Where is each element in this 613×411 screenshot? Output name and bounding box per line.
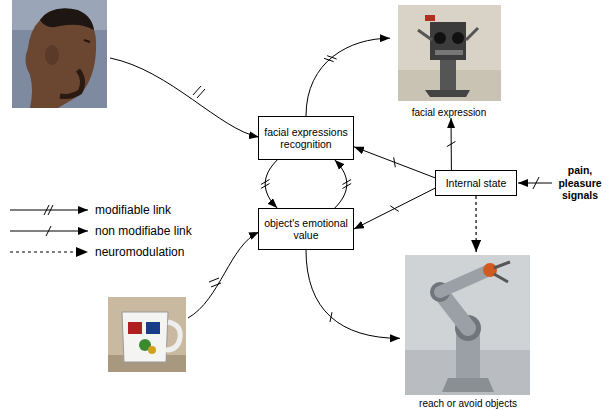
neuromodulation-link	[475, 196, 476, 252]
box-label: Internal state	[446, 177, 507, 189]
fixed-mark	[394, 157, 396, 167]
connector	[335, 160, 347, 208]
input-link	[518, 183, 552, 184]
box-label: object's emotional value	[263, 217, 349, 241]
legend-text: neuromodulation	[95, 245, 184, 259]
modifiable-mark	[327, 56, 336, 59]
connector	[306, 250, 400, 338]
modifiable-mark	[342, 180, 351, 185]
mug-photo	[108, 297, 186, 372]
picture-caption: facial expression	[410, 107, 488, 119]
picture-node: facial expression	[390, 4, 508, 118]
legend-samples	[10, 205, 88, 252]
modifiable-mark	[193, 86, 205, 98]
signal-label: pain, pleasure signals	[550, 164, 610, 202]
process-box: Internal state	[435, 170, 517, 196]
box-label: facial expressions recognition	[263, 126, 349, 150]
picture-node: reach or avoid objects	[400, 252, 536, 409]
connector	[354, 188, 435, 229]
legend-text: modifiable link	[95, 203, 171, 217]
input-link	[188, 232, 259, 318]
fixed-mark	[330, 312, 332, 322]
modifiable-mark	[261, 184, 270, 189]
process-box: facial expressions recognition	[258, 116, 354, 160]
connector	[306, 38, 390, 116]
connector	[354, 147, 435, 178]
fixed-mark	[447, 141, 456, 146]
process-box: object's emotional value	[258, 208, 354, 250]
fixed-mark	[390, 206, 398, 211]
modifiable-mark	[209, 278, 221, 287]
legend-text: non modifiabe link	[95, 224, 192, 238]
face-photo	[12, 0, 107, 108]
picture-caption: reach or avoid objects	[417, 398, 519, 410]
fixed-mark	[533, 177, 539, 189]
robot-arm-photo	[405, 255, 530, 395]
modifiable-mark	[324, 58, 333, 61]
robot-head-photo	[398, 5, 501, 101]
connector	[265, 160, 277, 208]
input-link	[110, 58, 259, 137]
